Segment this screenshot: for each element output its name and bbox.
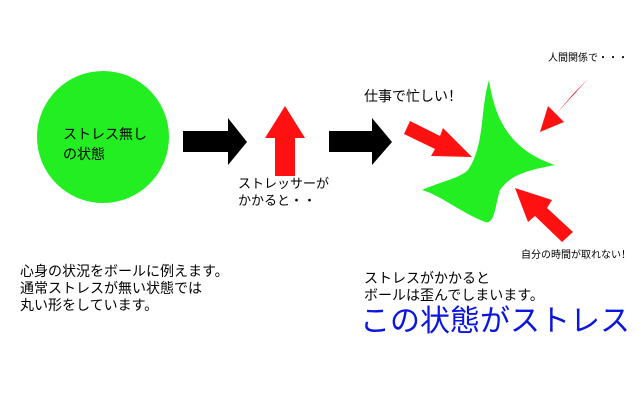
relations-label: 人間関係で・・・ — [548, 53, 628, 64]
red-up-arrow — [265, 106, 305, 176]
left-paragraph-line2: 通常ストレスが無い状態では — [20, 281, 202, 297]
distorted-ball — [422, 80, 555, 223]
relaxed-ball-label-line1: ストレス無し — [63, 127, 147, 143]
black-arrow-2 — [329, 118, 392, 165]
stressor-label: ストレッサーが かかると・・ — [238, 176, 329, 210]
red-arrow-time — [515, 188, 573, 242]
black-arrow-1 — [183, 118, 247, 165]
red-arrow-relations — [540, 79, 588, 132]
stressor-label-line1: ストレッサーが — [238, 177, 330, 192]
left-paragraph: 心身の状況をボールに例えます。 通常ストレスが無い状態では 丸い形をしています。 — [20, 264, 229, 315]
conclusion-title: この状態がストレス — [360, 304, 630, 339]
stressor-label-line2: かかると・・ — [238, 194, 317, 209]
relaxed-ball-label: ストレス無し の状態 — [63, 125, 163, 165]
right-paragraph: ストレスがかかると ボールは歪んでしまいます。 — [364, 271, 544, 305]
left-paragraph-line3: 丸い形をしています。 — [20, 298, 159, 314]
right-paragraph-line2: ボールは歪んでしまいます。 — [364, 288, 544, 304]
relaxed-ball — [37, 71, 169, 203]
work-label: 仕事で忙しい！ — [364, 89, 462, 105]
relaxed-ball-label-line2: の状態 — [63, 147, 105, 163]
right-paragraph-line1: ストレスがかかると — [364, 271, 490, 287]
left-paragraph-line1: 心身の状況をボールに例えます。 — [20, 264, 229, 280]
time-label: 自分の時間が取れない！ — [521, 250, 631, 261]
red-arrow-work — [404, 121, 472, 157]
